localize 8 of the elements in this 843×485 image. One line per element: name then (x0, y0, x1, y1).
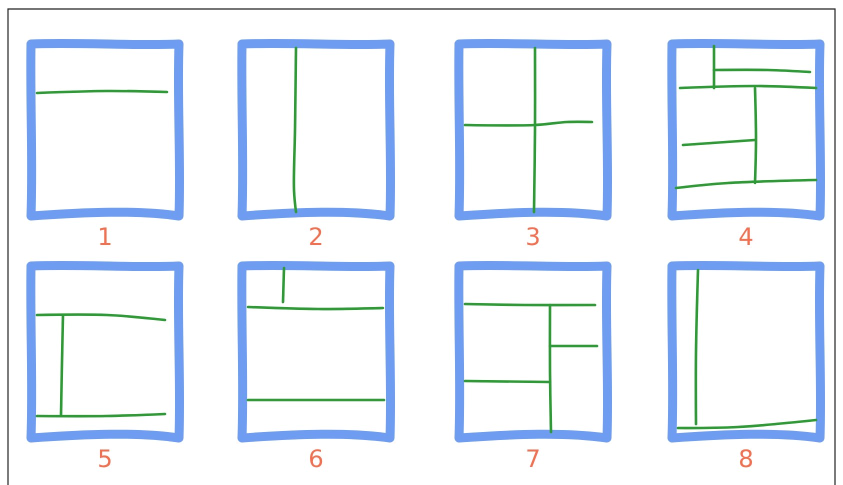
panel-number: 4 (738, 224, 754, 250)
panel-number: 7 (525, 446, 541, 472)
panel-number: 1 (97, 224, 113, 250)
panel-number: 8 (738, 446, 754, 472)
panel-number: 5 (97, 446, 113, 472)
panel-number: 2 (308, 224, 324, 250)
panel-number: 3 (525, 224, 541, 250)
panel-number: 6 (308, 446, 324, 472)
